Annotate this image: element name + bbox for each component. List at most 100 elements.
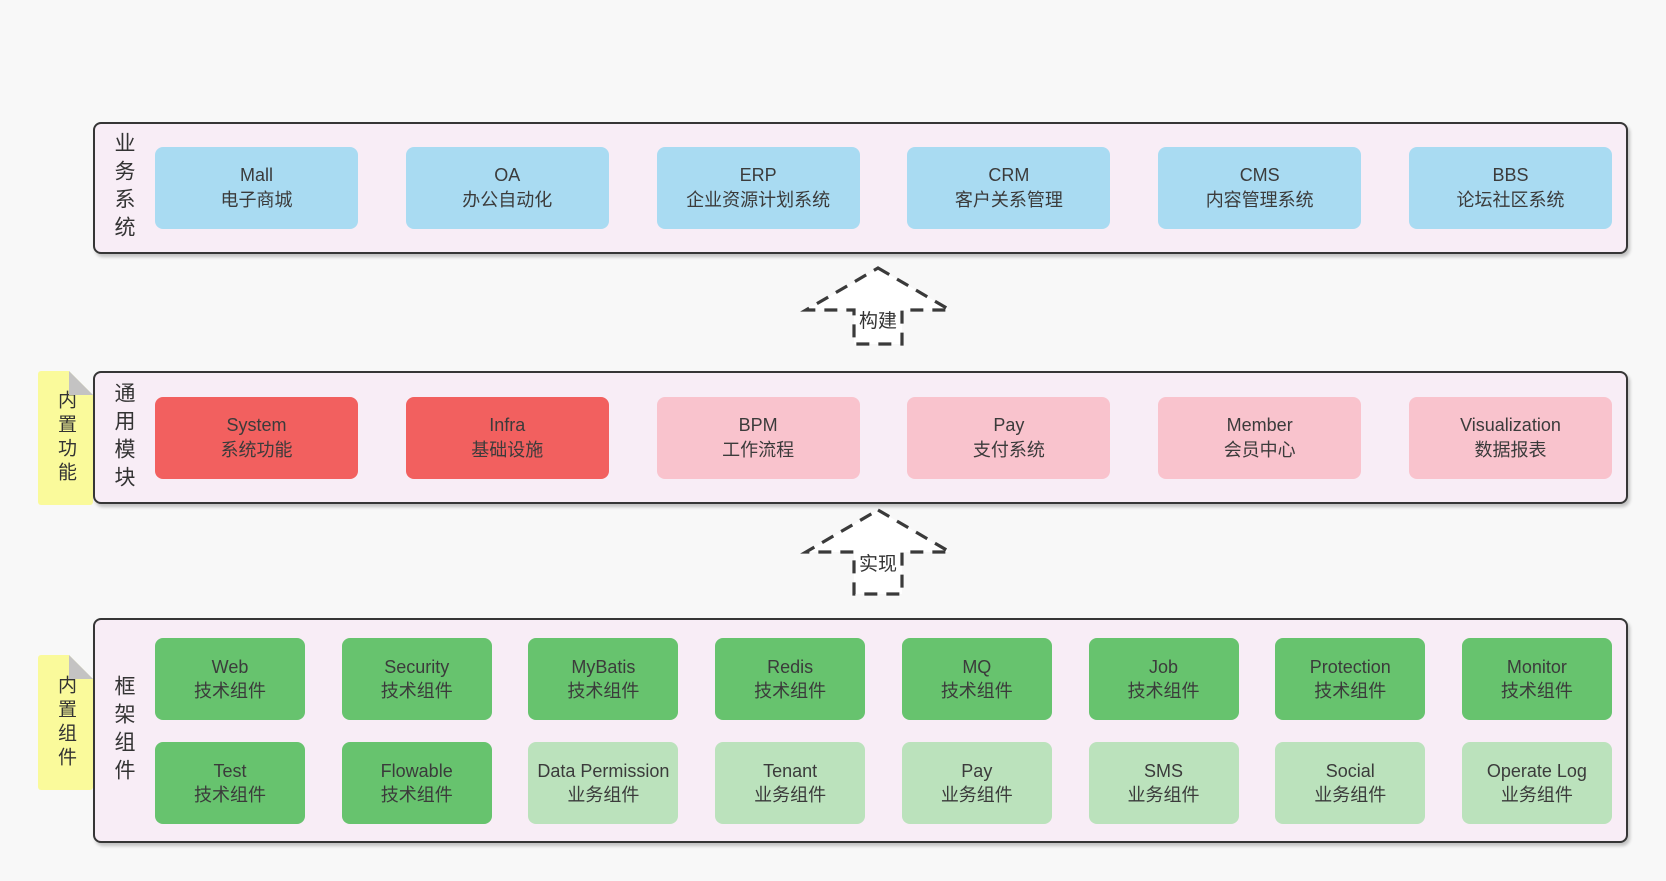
box-bpm: BPM 工作流程 [656,396,860,479]
box-member: Member 会员中心 [1158,396,1362,479]
box-subtitle: 技术组件 [380,784,453,805]
box-title: SMS [1144,760,1184,781]
box-subtitle: 支付系统 [972,439,1045,460]
box-title: Mall [239,165,273,185]
box-subtitle: 系统功能 [220,439,293,460]
box-oa: OA 办公自动化 [405,147,609,229]
framework-components-row-1: Web 技术组件 Security 技术组件 MyBatis 技术组件 Redi… [155,637,1612,720]
box-title: Visualization [1460,414,1561,435]
box-test: Test 技术组件 [155,741,305,824]
box-title: BBS [1492,165,1529,185]
box-subtitle: 企业资源计划系统 [686,190,831,210]
box-title: CMS [1239,165,1280,185]
implement-arrow: 实现 [800,508,956,596]
business-systems-row: Mall 电子商城 OA 办公自动化 ERP 企业资源计划系统 CRM 客户关系… [155,147,1612,229]
box-title: Redis [767,656,814,677]
box-subtitle: 业务组件 [567,784,640,805]
box-title: MQ [962,656,992,677]
box-subtitle: 技术组件 [1127,680,1200,701]
box-subtitle: 技术组件 [1500,680,1573,701]
box-subtitle: 会员中心 [1223,439,1296,460]
box-subtitle: 电子商城 [220,190,293,210]
box-mall: Mall 电子商城 [155,147,358,229]
box-erp: ERP 企业资源计划系统 [656,147,860,229]
business-systems-label: 业务系统 [112,132,135,244]
box-title: CRM [988,165,1030,185]
box-visualization: Visualization 数据报表 [1408,396,1612,479]
tab-fold-corner [69,655,93,679]
box-subtitle: 业务组件 [1500,784,1573,805]
box-subtitle: 数据报表 [1474,439,1547,460]
common-modules-box-area: System 系统功能 Infra 基础设施 BPM 工作流程 Pay 支付系统… [155,373,1612,502]
business-systems-layer: 业务系统 Mall 电子商城 OA 办公自动化 ERP 企业资源计划系统 CRM… [93,122,1628,254]
box-subtitle: 技术组件 [194,680,266,701]
common-modules-row: System 系统功能 Infra 基础设施 BPM 工作流程 Pay 支付系统… [155,396,1612,479]
box-redis: Redis 技术组件 [715,637,866,720]
box-bbs: BBS 论坛社区系统 [1408,147,1612,229]
box-mybatis: MyBatis 技术组件 [528,637,679,720]
framework-components-box-area: Web 技术组件 Security 技术组件 MyBatis 技术组件 Redi… [155,620,1612,841]
box-subtitle: 技术组件 [754,680,827,701]
framework-components-layer: 框架组件 Web 技术组件 Security 技术组件 MyBatis 技术组件… [93,618,1628,843]
box-subtitle: 论坛社区系统 [1456,190,1565,210]
box-subtitle: 基础设施 [471,439,544,460]
box-title: Data Permission [537,760,670,781]
tab-fold-corner [69,371,93,395]
box-monitor: Monitor 技术组件 [1461,637,1612,720]
box-subtitle: 业务组件 [940,784,1013,805]
box-subtitle: 客户关系管理 [954,190,1063,210]
builtin-features-tab-label: 内置功能 [55,390,76,486]
box-flowable: Flowable 技术组件 [341,741,492,824]
box-subtitle: 内容管理系统 [1205,190,1314,210]
box-crm: CRM 客户关系管理 [907,147,1111,229]
box-sms: SMS 业务组件 [1088,741,1239,824]
build-arrow-outline [800,266,956,346]
box-title: Job [1149,656,1179,677]
box-subtitle: 技术组件 [940,680,1013,701]
box-title: Pay [993,414,1025,435]
implement-arrow-outline [800,508,956,596]
build-arrow-label: 构建 [859,310,897,332]
box-subtitle: 技术组件 [380,680,453,701]
box-mq: MQ 技术组件 [901,637,1052,720]
box-subtitle: 业务组件 [1127,784,1200,805]
box-job: Job 技术组件 [1088,637,1239,720]
box-social: Social 业务组件 [1275,741,1426,824]
box-protection: Protection 技术组件 [1275,637,1426,720]
business-systems-box-area: Mall 电子商城 OA 办公自动化 ERP 企业资源计划系统 CRM 客户关系… [155,124,1612,252]
box-title: Tenant [763,760,818,781]
box-title: Security [384,656,450,677]
box-subtitle: 技术组件 [194,784,266,805]
box-title: System [226,414,287,435]
build-arrow: 构建 [800,266,956,346]
box-subtitle: 业务组件 [1314,784,1387,805]
box-subtitle: 业务组件 [754,784,827,805]
box-operate-log: Operate Log 业务组件 [1461,741,1612,824]
box-title: Pay [961,760,993,781]
box-web: Web 技术组件 [155,637,305,720]
box-title: BPM [738,414,778,435]
box-title: Web [211,656,249,677]
box-subtitle: 工作流程 [722,439,795,460]
box-title: ERP [739,165,777,185]
framework-components-row-2: Test 技术组件 Flowable 技术组件 Data Permission … [155,741,1612,824]
implement-arrow-label: 实现 [859,553,897,575]
box-infra: Infra 基础设施 [405,396,609,479]
box-title: MyBatis [571,656,636,677]
box-subtitle: 办公自动化 [462,190,553,210]
box-pay-component: Pay 业务组件 [901,741,1052,824]
framework-components-label: 框架组件 [112,674,135,787]
box-pay-module: Pay 支付系统 [907,396,1111,479]
common-modules-label: 通用模块 [112,381,135,494]
box-subtitle: 技术组件 [567,680,640,701]
box-title: Operate Log [1486,760,1587,781]
box-title: Infra [489,414,526,435]
box-system: System 系统功能 [155,396,358,479]
box-title: Member [1226,414,1293,435]
box-title: Social [1325,760,1375,781]
box-title: OA [494,165,521,185]
common-modules-layer: 通用模块 System 系统功能 Infra 基础设施 BPM 工作流程 Pay… [93,371,1628,504]
box-title: Test [213,760,247,781]
box-subtitle: 技术组件 [1314,680,1387,701]
box-tenant: Tenant 业务组件 [715,741,866,824]
